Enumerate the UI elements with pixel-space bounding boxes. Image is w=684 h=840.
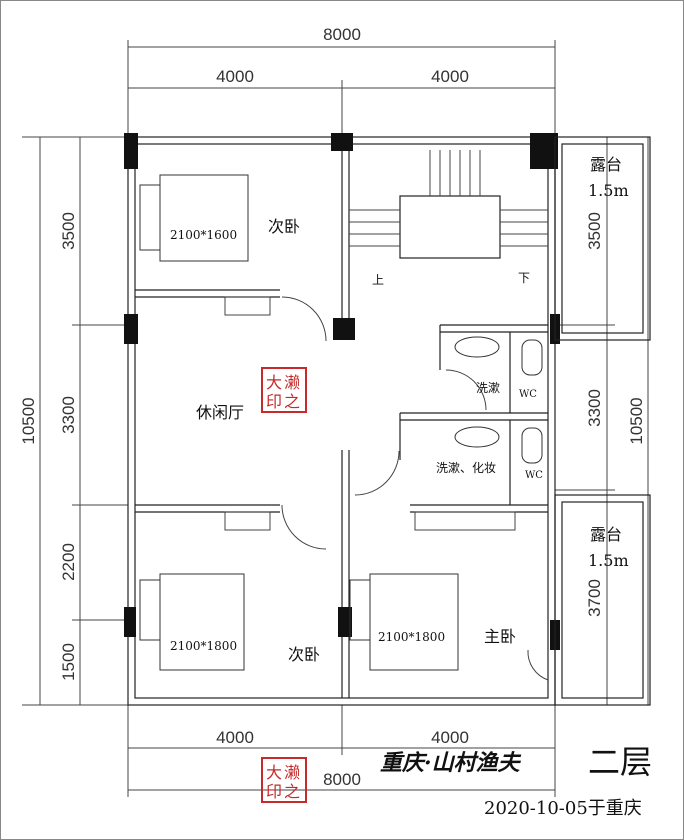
dim-bottom-right: 4000 [431,728,469,747]
bed-size-bottom-left: 2100*1800 [170,639,237,653]
room-label-bedroom-top: 次卧 [268,217,300,236]
svg-text:濑: 濑 [284,763,300,782]
seal-stamp: 大濑 印之 [261,367,307,413]
bed-icons [139,174,543,671]
dim-right-seg: 3500 [585,212,604,250]
bed-size-top: 2100*1600 [170,228,237,242]
dim-right-seg: 3300 [585,389,604,427]
svg-text:之: 之 [284,392,300,411]
dim-top-left: 4000 [216,67,254,86]
bed-size-master: 2100*1800 [378,630,445,644]
balcony-bottom-size: 1.5m [588,551,629,570]
seal-stamp: 大濑 印之 [261,757,307,803]
svg-text:大: 大 [266,373,282,392]
room-label-wc: WC [525,470,543,481]
dimension-lines [22,40,649,797]
stair-up-label: 上 [372,273,384,287]
date-place: 2020-10-05于重庆 [484,798,642,819]
dim-top-total: 8000 [323,25,361,44]
room-label-bedroom-bottom: 次卧 [288,645,320,664]
dim-top-right: 4000 [431,67,469,86]
dim-left-seg: 3300 [59,396,78,434]
floor-label: 二层 [588,743,652,781]
room-label-lounge: 休闲厅 [196,403,244,422]
svg-text:大: 大 [266,763,282,782]
stair-down-label: 下 [518,271,530,285]
svg-text:印: 印 [266,782,282,801]
balcony-top-label: 露台 [590,155,622,174]
svg-text:濑: 濑 [284,373,300,392]
room-label-wash: 洗漱 [476,381,500,395]
balcony-bottom-label: 露台 [590,525,622,544]
dim-left-seg: 2200 [59,543,78,581]
dim-right-total: 10500 [627,397,646,444]
svg-text:之: 之 [284,782,300,801]
walls [124,133,651,706]
dim-left-total: 10500 [19,397,38,444]
signature: 重庆·山村渔夫 [380,750,522,776]
dim-right-seg: 3700 [585,579,604,617]
dim-bottom-left: 4000 [216,728,254,747]
room-label-wash-makeup: 洗漱、化妆 [436,461,496,475]
room-label-master: 主卧 [484,627,516,646]
dim-left-seg: 3500 [59,212,78,250]
svg-text:印: 印 [266,392,282,411]
balcony-top-size: 1.5m [588,181,629,200]
dim-bottom-total: 8000 [323,770,361,789]
room-label-wc: WC [519,389,537,400]
dim-left-seg: 1500 [59,643,78,681]
